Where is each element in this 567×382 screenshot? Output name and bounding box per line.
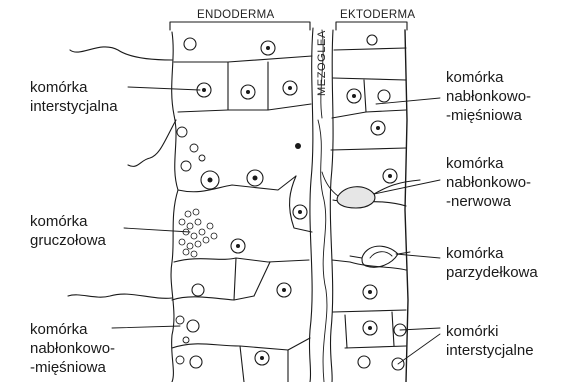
label-line: komórka: [30, 212, 106, 231]
label-epitheliomuscular-cell-left: komórka nabłonkowo- -mięśniowa: [30, 320, 115, 377]
endoderm-cell-walls: [172, 56, 312, 382]
endoderm-free-edge: [171, 32, 178, 382]
label-line: komórka: [30, 78, 118, 97]
label-line: komórki: [446, 322, 534, 341]
nerve-cell-process: [374, 180, 420, 194]
flagellum-1: [70, 47, 172, 60]
label-line: nabłonkowo-: [446, 173, 531, 192]
label-cnidocyte: komórka parzydełkowa: [446, 244, 538, 282]
label-glandular-cell: komórka gruczołowa: [30, 212, 106, 250]
cnidocyte-capsule: [362, 246, 398, 267]
nerve-cell-body: [337, 187, 375, 208]
nerve-fibre-1: [318, 120, 327, 382]
mesoglea-header: MEZOGLEA: [316, 30, 328, 96]
label-line: -nerwowa: [446, 192, 531, 211]
label-line: interstycjalne: [446, 341, 534, 360]
label-line: nabłonkowo-: [30, 339, 115, 358]
label-interstitial-cell-left: komórka interstycjalna: [30, 78, 118, 116]
label-epitheliosensory-cell: komórka nabłonkowo- -nerwowa: [446, 154, 531, 211]
label-line: nabłonkowo-: [446, 87, 531, 106]
label-line: gruczołowa: [30, 231, 106, 250]
label-line: komórka: [446, 68, 531, 87]
label-epitheliomuscular-cell-right: komórka nabłonkowo- -mięśniowa: [446, 68, 531, 125]
mesoglea-right: [330, 30, 333, 382]
label-line: -mięśniowa: [446, 106, 531, 125]
ectoderm-header: EKTODERMA: [340, 9, 415, 21]
mesoglea-left: [309, 28, 313, 382]
endoderm-bracket: [170, 22, 310, 30]
label-line: komórka: [30, 320, 115, 339]
endoderm-header: ENDODERMA: [197, 9, 274, 21]
label-line: komórka: [446, 154, 531, 173]
ectoderm-bracket: [336, 22, 407, 30]
cnidocil: [398, 252, 410, 254]
flagellum-3: [68, 294, 172, 298]
label-line: interstycjalna: [30, 97, 118, 116]
flagellum-2: [128, 120, 176, 166]
label-line: -mięśniowa: [30, 358, 115, 377]
gland-granules: [179, 209, 217, 257]
label-line: parzydełkowa: [446, 263, 538, 282]
label-interstitial-cells-right: komórki interstycjalne: [446, 322, 534, 360]
label-line: komórka: [446, 244, 538, 263]
leader-lines: [112, 87, 440, 364]
